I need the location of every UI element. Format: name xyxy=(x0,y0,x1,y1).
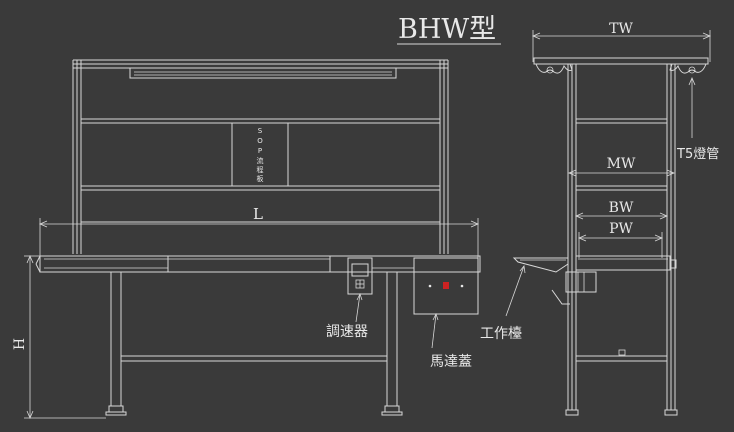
motor-cover-leader xyxy=(431,312,439,349)
dimension-belt-width: BW xyxy=(574,200,669,220)
side-work-shelf xyxy=(512,257,569,273)
speed-controller xyxy=(347,257,373,295)
side-view: TW xyxy=(480,21,719,416)
sop-char-2: O xyxy=(257,137,263,145)
dimension-top-width: TW xyxy=(531,21,712,62)
front-left-post xyxy=(72,60,82,254)
motor-cover-dot-left xyxy=(428,284,432,288)
front-stretcher xyxy=(121,355,387,362)
front-right-leg xyxy=(381,271,403,416)
dimension-height: H xyxy=(12,254,106,420)
side-stretcher xyxy=(576,349,667,362)
side-top-plate xyxy=(533,57,709,65)
side-conveyor xyxy=(575,255,677,271)
front-middle-shelf xyxy=(81,185,440,191)
work-shelf-leader xyxy=(505,265,526,317)
sop-char-3: P xyxy=(258,147,262,155)
front-lamp-fixture xyxy=(129,67,397,79)
side-motor xyxy=(551,271,597,305)
conveyor-belt xyxy=(35,255,481,273)
dimension-plate-width: PW xyxy=(577,221,664,258)
drawing-title: BHW型 xyxy=(398,14,496,45)
sop-board xyxy=(231,122,289,187)
sop-char-1: S xyxy=(258,127,263,135)
front-left-leg xyxy=(105,271,127,416)
dimension-middle-width: MW xyxy=(567,156,676,177)
front-top-beam xyxy=(73,59,448,69)
dimension-middle-width-label: MW xyxy=(607,156,636,172)
sop-char-4: 流 xyxy=(257,156,264,165)
sop-char-5: 程 xyxy=(257,165,264,174)
dimension-top-width-label: TW xyxy=(609,21,633,37)
motor-cover xyxy=(413,257,479,315)
t5-lamp-leader xyxy=(688,76,696,138)
side-upper-shelf xyxy=(576,118,667,124)
work-shelf-label: 工作檯 xyxy=(480,326,522,342)
front-view: S O P 流 程 板 L xyxy=(12,59,481,420)
motor-indicator-light xyxy=(443,282,449,289)
dimension-length-label: L xyxy=(253,205,263,223)
t5-lamp-label: T5燈管 xyxy=(676,147,719,162)
dimension-plate-width-label: PW xyxy=(609,221,633,237)
side-lamp-left xyxy=(535,63,573,74)
sop-char-6: 板 xyxy=(257,174,264,183)
side-right-post xyxy=(664,64,678,416)
side-middle-shelf xyxy=(576,185,667,191)
dimension-belt-width-label: BW xyxy=(609,200,634,216)
side-left-post xyxy=(565,64,579,416)
speed-controller-label: 調速器 xyxy=(326,324,368,340)
motor-cover-label: 馬達蓋 xyxy=(430,354,472,370)
speed-controller-leader xyxy=(355,292,363,323)
front-right-post xyxy=(439,60,449,254)
sop-board-text: S O P 流 程 板 xyxy=(257,127,264,183)
dimension-height-label: H xyxy=(12,338,28,350)
motor-cover-dot-right xyxy=(460,284,464,288)
front-upper-shelf xyxy=(81,118,440,124)
dimension-length: L xyxy=(38,205,480,258)
